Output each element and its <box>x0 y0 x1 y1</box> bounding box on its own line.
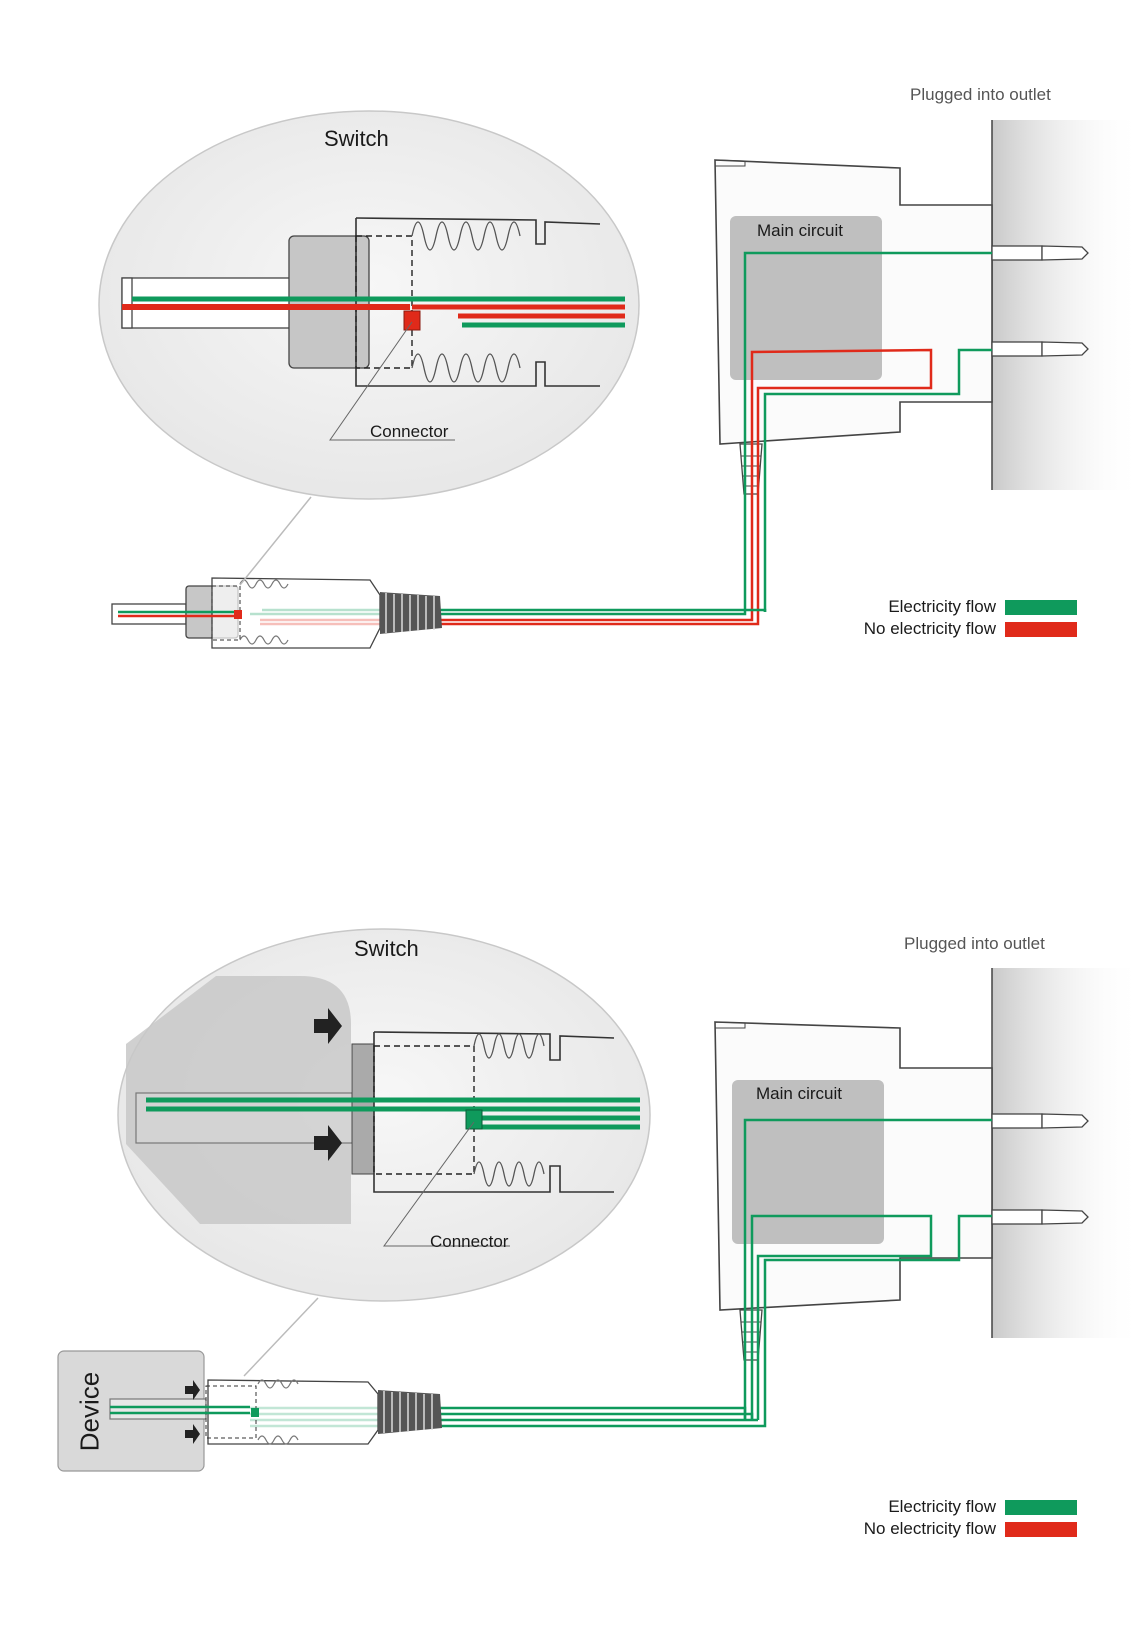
diagram-plugged-in <box>57 928 1142 1537</box>
legend-flow-label: Electricity flow <box>888 1497 996 1516</box>
plug-prong-bottom <box>991 1209 1089 1225</box>
legend-swatch-flow <box>1005 1500 1077 1515</box>
legend-no-flow-label: No electricity flow <box>863 1519 996 1538</box>
plug-prong-top <box>991 1113 1089 1129</box>
panel-plugged-in: Switch Connector Main circuit Plugged in… <box>0 824 1142 1648</box>
switch-label: Switch <box>324 126 389 151</box>
main-circuit-box <box>730 216 882 380</box>
legend-swatch-no-flow <box>1005 622 1077 637</box>
wall <box>992 968 1142 1338</box>
device-label: Device <box>74 1371 105 1452</box>
connector-contact <box>403 310 421 331</box>
adapter-wires <box>743 251 992 612</box>
main-circuit-label: Main circuit <box>756 1084 842 1103</box>
dc-jack-small <box>110 1379 442 1445</box>
dc-jack-small <box>111 577 442 649</box>
plug-prong-bottom <box>991 341 1089 357</box>
callout-leader <box>243 1297 319 1377</box>
callout-leader <box>239 496 312 586</box>
main-circuit-label: Main circuit <box>757 221 843 240</box>
connector-label: Connector <box>370 422 449 441</box>
main-circuit-box <box>732 1080 884 1244</box>
switch-label: Switch <box>354 936 419 961</box>
legend-swatch-no-flow <box>1005 1522 1077 1537</box>
outlet-label: Plugged into outlet <box>910 85 1051 104</box>
panel-unplugged: Switch Connector Main circuit Plugged in… <box>0 0 1142 824</box>
wall <box>992 120 1142 490</box>
plug-prong-top <box>991 245 1089 261</box>
legend-no-flow-label: No electricity flow <box>863 619 996 638</box>
power-adapter <box>714 159 1089 495</box>
legend-flow-label: Electricity flow <box>888 597 996 616</box>
outlet-label: Plugged into outlet <box>904 934 1045 953</box>
legend-swatch-flow <box>1005 600 1077 615</box>
diagram-unplugged <box>98 110 1142 649</box>
connector-label: Connector <box>430 1232 509 1251</box>
adapter-wires <box>743 1118 992 1420</box>
switch-zoom-bubble <box>117 928 651 1302</box>
switch-zoom-bubble <box>98 110 640 500</box>
connector-contact <box>465 1109 483 1130</box>
